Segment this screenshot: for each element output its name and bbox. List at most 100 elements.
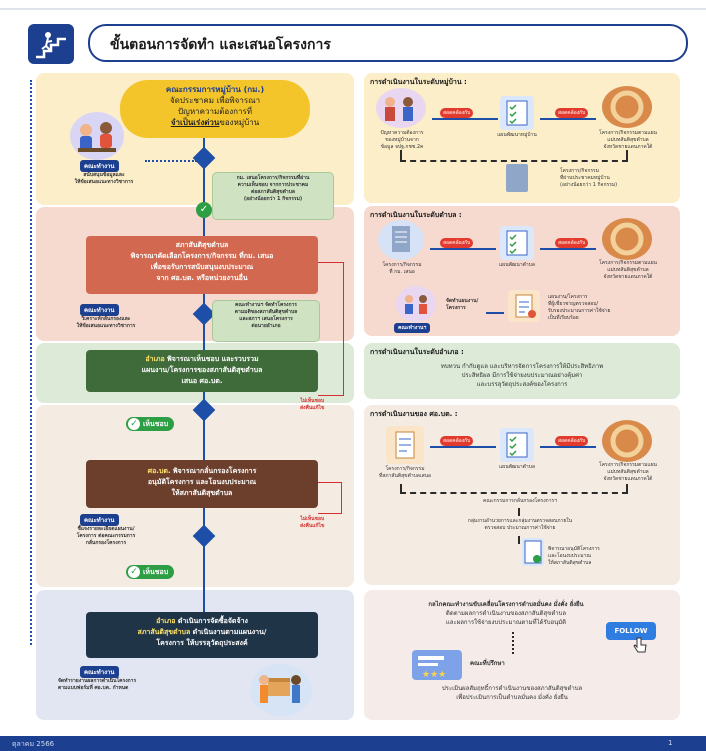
sbpac-group: กลุ่มงานอำนวยการและกลุ่มงานตรวจสอบภายใน … <box>400 518 640 532</box>
monitor-advisor: คณะที่ปรึกษา <box>470 660 505 667</box>
sub-item3: โครงการ/กิจกรรมตามแผน แม่บทสันติสุขตำบล … <box>590 260 666 281</box>
main-flow-line <box>203 138 205 648</box>
sub-result-line2: ที่ผู้เชี่ยวชาญตรวจสอบ/ <box>548 301 599 307</box>
step3-line3: เสนอ ศอ.บต. <box>181 377 223 385</box>
step3-box <box>86 350 318 392</box>
village-result: โครงการ/กิจกรรม ที่ผ่านประชาคมหมู่บ้าน (… <box>560 168 660 189</box>
document-icon <box>506 164 528 192</box>
sub-arrow3 <box>486 312 504 314</box>
step1-line1: จัดประชาคม เพื่อพิจารณา <box>169 96 261 105</box>
worker2-line1: วิเคราะห์กลั่นกรองและ <box>81 316 131 322</box>
follow-button[interactable]: FOLLOW <box>606 622 656 640</box>
worker2-desc: วิเคราะห์กลั่นกรองและ ให้ข้อเสนอแนะทางวิ… <box>60 316 152 330</box>
sbpac-arrow3 <box>518 508 520 516</box>
document-stack-icon <box>378 220 424 260</box>
step4-line2: อนุมัติโครงการ และโอนงบประมาณ <box>147 478 257 486</box>
return-line-2 <box>318 482 342 514</box>
monitor-line1: กลไกคณะทำงานขับเคลื่อนโครงการตำบลมั่นคง … <box>428 601 584 608</box>
worker5-desc: จัดทำรายงานผลการดำเนินโครงการ ตามแบบฟอร์… <box>58 678 198 692</box>
step2-line3: จาก ศอ.บต. หรือหน่วยงานอื่น <box>156 274 248 282</box>
step1-text: คณะกรรมการหมู่บ้าน (กม.) จัดประชาคม เพื่… <box>120 84 310 128</box>
step5-district: อำเภอ <box>156 617 176 625</box>
sub-item3-line2: แม่บทสันติสุขตำบล <box>607 267 649 273</box>
approve2-badge: ✓เห็นชอบ <box>126 565 175 579</box>
reject2-line2: ส่งคืนแก้ไข <box>300 523 325 529</box>
note2-line4: ต่อนายอำเภอ <box>251 323 281 329</box>
sub-item3-line3: จังหวัดชายแดนภาคใต้ <box>603 274 653 280</box>
worker1-desc: สนับสนุนข้อมูลและ ให้ข้อเสนอแนะทางวิชากา… <box>60 172 148 186</box>
note1-line1: กม. เสนอโครงการ/กิจกรรมที่ผ่าน <box>236 175 310 181</box>
checklist-icon <box>500 428 534 462</box>
circle-hands-icon <box>602 420 652 462</box>
meeting-people-icon <box>70 112 124 160</box>
sub-arrow1 <box>430 248 496 250</box>
monitor-text-2: ประเมินผลสัมฤทธิ์การดำเนินงานของสภาสันติ… <box>378 684 646 702</box>
footer-bar <box>0 736 706 751</box>
sub-item1-line2: ที่ กม. เสนอ <box>389 269 415 275</box>
sbpac-item3-line1: โครงการ/กิจกรรมตามแผน <box>599 462 657 468</box>
step5-council: สภาสันติสุขตำบล <box>137 628 191 636</box>
village-link2: สอดคล้องกับ <box>555 108 589 118</box>
worker2-line2: ให้ข้อเสนอแนะทางวิชาการ <box>76 323 136 329</box>
step1-box <box>120 80 310 138</box>
village-item3-line1: โครงการ/กิจกรรมตามแผน <box>599 130 657 136</box>
village-item1-line2: ของหมู่บ้านจาก <box>385 137 419 143</box>
monitor-line4: ประเมินผลสัมฤทธิ์การดำเนินงานของสภาสันติ… <box>441 685 583 692</box>
worker5-tag: คณะทำงาน <box>80 666 119 678</box>
note1-text: กม. เสนอโครงการ/กิจกรรมที่ผ่าน ความเห็นช… <box>214 175 332 203</box>
step4-sbpac: ศอ.บต. <box>147 467 171 475</box>
sbpac-approve: พิจารณาอนุมัติโครงการ และโอนงบประมาณ ให้… <box>548 546 658 567</box>
monitor-text-1: กลไกคณะทำงานขับเคลื่อนโครงการตำบลมั่นคง … <box>372 600 640 627</box>
footer-date: ตุลาคม 2566 <box>12 740 55 748</box>
sub-item3-line1: โครงการ/กิจกรรมตามแผน <box>599 260 657 266</box>
sbpac-item1-line1: โครงการ/กิจกรรม <box>385 466 425 472</box>
step5-line3: โครงการ ให้บรรลุวัตถุประสงค์ <box>156 639 248 647</box>
district-line2: ประสิทธิผล มีการใช้จ่ายงบประมาณอย่างคุ้ม… <box>461 372 583 379</box>
step4-line3: ให้สภาสันติสุขตำบล <box>171 489 233 497</box>
worker4-desc: ชี้แจงรายละเอียดแผนงาน/ โครงการ ต่อคณะกร… <box>58 526 154 547</box>
village-item3-line2: แม่บทสันติสุขตำบล <box>607 137 649 143</box>
worker1-tag: คณะทำงาน <box>80 160 119 172</box>
sbpac-item1: โครงการ/กิจกรรม ที่สภาสันติสุขตำบลเสนอ <box>370 466 440 480</box>
panel-village-title: การดำเนินงานในระดับหมู่บ้าน : <box>370 78 467 86</box>
reject2-line1: ไม่เห็นชอบ <box>300 516 325 522</box>
sub-arrow2 <box>540 248 596 250</box>
panel-district-title: การดำเนินงานในระดับอำเภอ : <box>370 348 464 356</box>
team-icon <box>396 286 436 322</box>
sub-worker: คณะทำงานฯ <box>394 323 431 333</box>
step2-title: สภาสันติสุขตำบล <box>175 241 229 249</box>
step2-line2: เพื่อขอรับการสนับสนุนงบประมาณ <box>150 263 254 271</box>
circle-hands-icon <box>602 86 652 128</box>
sbpac-group-line1: กลุ่มงานอำนวยการและกลุ่มงานตรวจสอบภายใน <box>467 518 573 524</box>
district-text: ทบทวน กำกับดูแล และบริหารจัดการโครงการให… <box>372 362 672 389</box>
sbpac-item2: แผนพัฒนาตำบล <box>499 464 535 470</box>
sub-result-line4: เป็นที่เรียบร้อย <box>548 315 579 321</box>
step1-line2: ปัญหาความต้องการที่ <box>177 107 253 116</box>
step3-district: อำเภอ <box>145 355 165 363</box>
worker1-connector <box>145 160 197 162</box>
step2-text: สภาสันติสุขตำบล พิจารณาคัดเลือกโครงการ/ก… <box>86 240 318 284</box>
sub-link2: สอดคล้องกับ <box>555 238 589 248</box>
step4-box <box>86 460 318 508</box>
village-item3: โครงการ/กิจกรรมตามแผน แม่บทสันติสุขตำบล … <box>590 130 666 151</box>
step4-text: ศอ.บต. พิจารณากลั่นกรองโครงการ อนุมัติโค… <box>86 466 318 499</box>
step5-box <box>86 612 318 658</box>
note1-box <box>212 172 334 220</box>
village-arrow1 <box>432 118 498 120</box>
check-icon: ✓ <box>128 418 140 430</box>
monitor-line2: ติดตามผลการดำเนินงานของสภาสันติสุขตำบล <box>445 610 567 617</box>
sub-prepare-line1: จัดทำแผนงาน/ <box>446 298 479 304</box>
note2-line3: และสภาฯ เสนอโครงการ <box>239 316 293 322</box>
sbpac-group-line2: ตรวจสอบ ประมาณการค่าใช้จ่าย <box>484 525 556 531</box>
step4-line1b: พิจารณากลั่นกรองโครงการ <box>170 467 257 475</box>
sbpac-arrow4 <box>518 536 520 544</box>
worker4-tag: คณะทำงาน <box>80 514 119 526</box>
delivery-icon <box>250 664 312 716</box>
note1-line4: (อย่างน้อยกว่า 1 กิจกรรม) <box>243 196 303 202</box>
note2-text: คณะทำงานฯ จัดทำโครงการ ตามมติของสภาสันติ… <box>214 302 318 330</box>
top-divider <box>0 8 706 10</box>
approve1-label: เห็นชอบ <box>143 419 169 428</box>
footer-page-number: 1 <box>668 739 673 747</box>
village-bracket <box>400 150 628 162</box>
sub-result: แผนงาน/โครงการ ที่ผู้เชี่ยวชาญตรวจสอบ/ ร… <box>548 294 668 322</box>
